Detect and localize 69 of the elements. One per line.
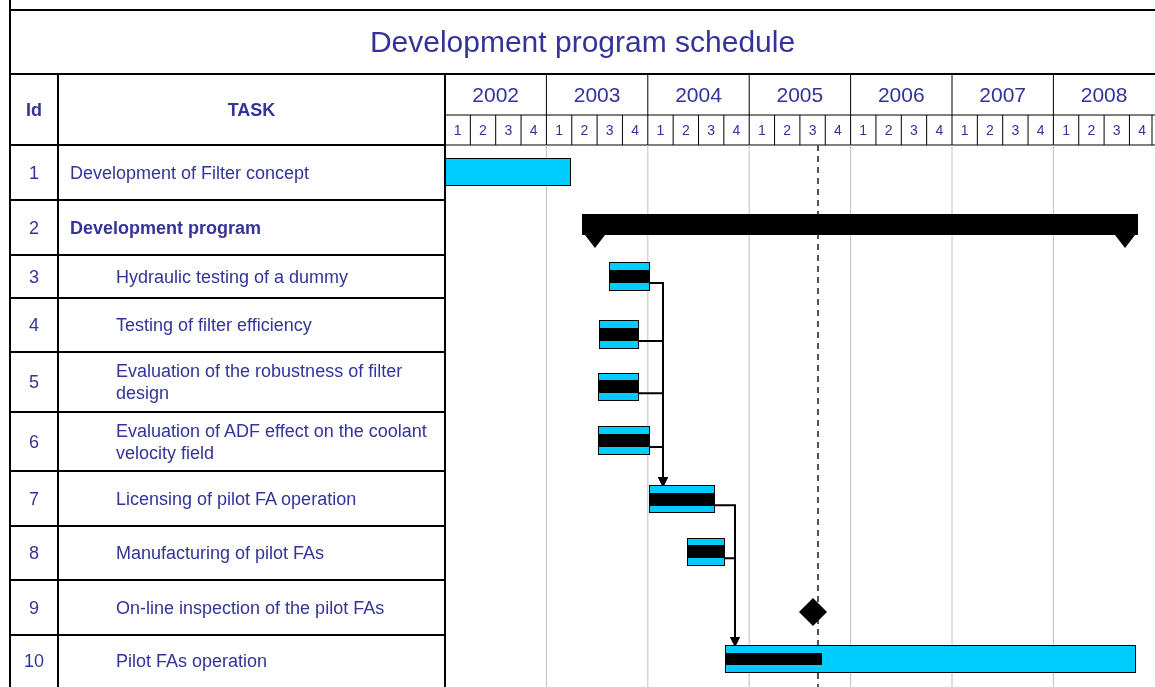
- quarter-label: 1: [1062, 122, 1070, 138]
- task-name: Hydraulic testing of a dummy: [116, 265, 349, 288]
- quarter-label: 4: [529, 122, 538, 138]
- quarter-label: 2: [986, 122, 994, 138]
- quarter-label: 4: [1036, 122, 1045, 138]
- quarter-label: 1: [960, 122, 969, 138]
- quarter-label: 3: [1112, 122, 1121, 138]
- task-name: Pilot FAs operation: [116, 650, 268, 672]
- task-bar: [609, 262, 650, 291]
- quarter-label: 2: [884, 122, 893, 138]
- task-id: 6: [29, 430, 39, 453]
- task-id: 7: [29, 487, 39, 510]
- task-id: 10: [24, 650, 44, 672]
- task-name: Evaluation of ADF effect on the coolant velocity field: [116, 419, 428, 464]
- task-id: 3: [29, 265, 39, 288]
- quarter-label: 1: [555, 122, 563, 138]
- quarter-label: 2: [783, 122, 792, 138]
- year-label: 2008: [1080, 83, 1128, 106]
- quarter-label: 1: [453, 122, 462, 138]
- quarter-label: 3: [504, 122, 513, 138]
- year-label: 2007: [979, 83, 1027, 106]
- chart-title: Development program schedule: [369, 25, 796, 59]
- task-bar: [649, 485, 715, 513]
- quarter-label: 4: [631, 122, 639, 138]
- task-id: 1: [29, 161, 39, 184]
- year-label: 2005: [776, 83, 824, 106]
- column-header: TASK: [227, 98, 276, 121]
- quarter-label: 3: [910, 122, 918, 138]
- quarter-label: 1: [757, 122, 766, 138]
- quarter-label: 3: [808, 122, 817, 138]
- quarter-label: 2: [580, 122, 589, 138]
- quarter-label: 3: [605, 122, 614, 138]
- task-bar: [598, 373, 639, 401]
- task-bar: [598, 426, 650, 455]
- milestone-diamond: [799, 598, 827, 626]
- quarter-label: 3: [1011, 122, 1020, 138]
- task-name: Testing of filter efficiency: [116, 314, 312, 336]
- quarter-label: 2: [1087, 122, 1096, 138]
- summary-bar: [582, 214, 1138, 248]
- task-bar: [445, 158, 571, 186]
- task-bar: [599, 320, 639, 349]
- task-id: 9: [29, 596, 39, 619]
- task-name: Development program: [70, 216, 262, 239]
- quarter-label: 1: [859, 122, 868, 138]
- year-label: 2004: [675, 83, 722, 106]
- task-bar: [725, 645, 1136, 673]
- year-label: 2006: [877, 83, 925, 106]
- column-header: Id: [26, 98, 42, 121]
- task-name: Development of Filter concept: [70, 161, 310, 184]
- quarter-label: 4: [834, 122, 842, 138]
- task-name: Manufacturing of pilot FAs: [116, 542, 325, 564]
- task-bar: [687, 538, 725, 566]
- task-name: Evaluation of the robustness of filter design: [116, 360, 404, 404]
- task-id: 5: [29, 371, 39, 393]
- quarter-label: 4: [1138, 122, 1146, 138]
- quarter-label: 1: [656, 122, 665, 138]
- task-id: 8: [29, 542, 39, 564]
- task-id: 2: [29, 216, 39, 239]
- task-name: Licensing of pilot FA operation: [116, 487, 357, 510]
- quarter-label: 2: [479, 122, 487, 138]
- task-id: 4: [29, 314, 39, 336]
- quarter-label: 4: [732, 122, 741, 138]
- dependency-arrow: [724, 557, 740, 647]
- quarter-label: 2: [681, 122, 690, 138]
- task-name: On-line inspection of the pilot FAs: [116, 596, 385, 619]
- year-label: 2003: [573, 83, 621, 106]
- year-label: 2002: [472, 83, 520, 106]
- quarter-label: 4: [935, 122, 944, 138]
- quarter-label: 3: [707, 122, 716, 138]
